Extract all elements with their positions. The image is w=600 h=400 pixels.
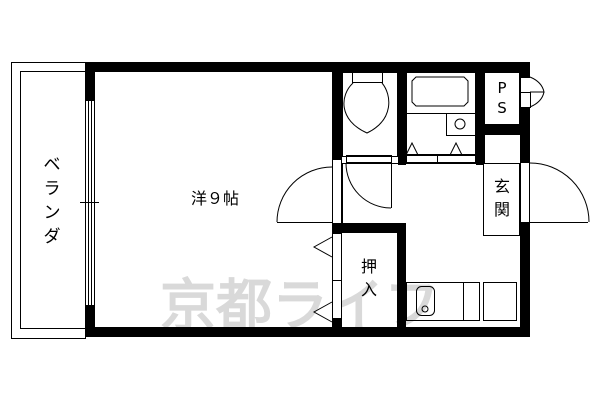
svg-text:ベ: ベ	[44, 155, 61, 175]
svg-text:S: S	[497, 99, 507, 117]
balcony: ベ ラ ン ダ	[11, 62, 86, 339]
entrance: 玄 関	[483, 163, 520, 236]
balcony-label: ベ ラ ン ダ	[44, 155, 61, 247]
svg-text:ン: ン	[44, 203, 61, 223]
svg-text:ダ: ダ	[44, 227, 61, 247]
walls	[85, 62, 530, 337]
closet: 押 入	[312, 233, 377, 323]
room-door	[276, 159, 343, 224]
pipe-space: P S	[484, 72, 545, 125]
svg-text:入: 入	[361, 280, 377, 299]
toilet	[342, 72, 398, 163]
western-room-label: 洋９帖	[191, 189, 239, 208]
kitchen	[406, 282, 517, 321]
svg-text:関: 関	[494, 200, 510, 219]
svg-text:玄: 玄	[494, 177, 510, 196]
bathroom	[405, 72, 476, 163]
sliding-window	[80, 100, 99, 306]
toilet-door	[345, 162, 392, 209]
svg-text:押: 押	[361, 257, 377, 276]
entrance-door	[520, 162, 590, 223]
svg-text:ラ: ラ	[44, 179, 61, 199]
hallway	[342, 135, 520, 164]
svg-text:P: P	[497, 79, 506, 97]
